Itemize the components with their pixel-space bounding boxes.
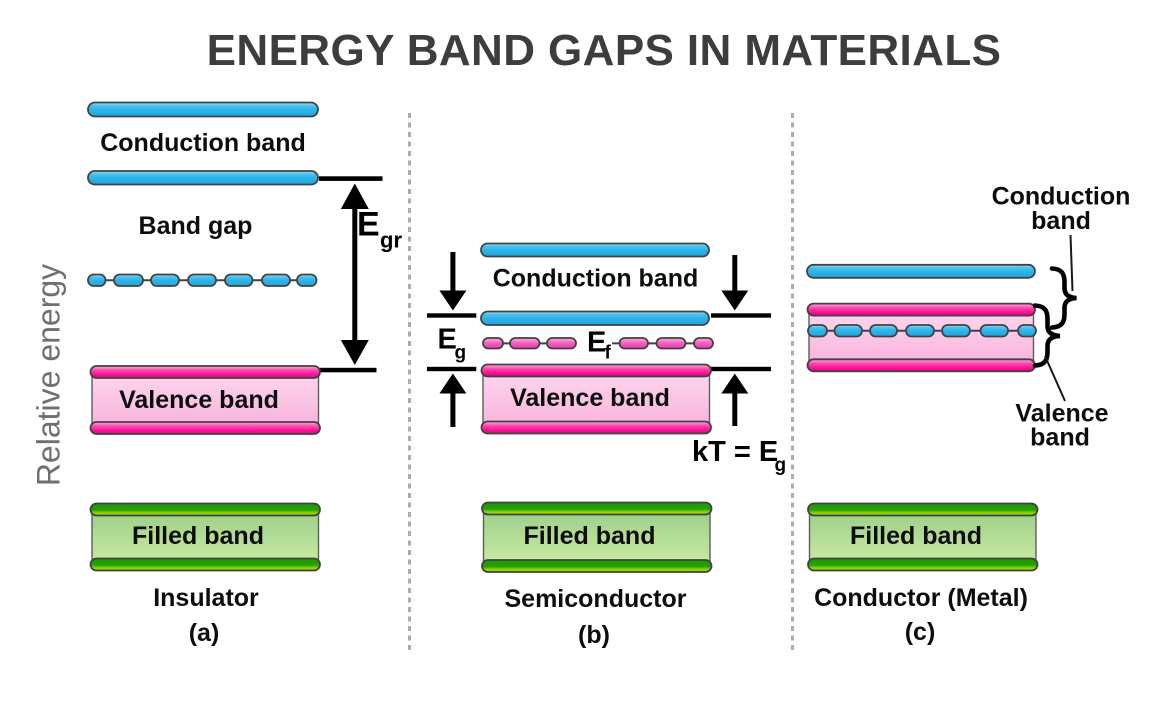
svg-text:g: g	[775, 455, 787, 476]
svg-text:(a): (a)	[189, 619, 220, 647]
svg-text:E: E	[587, 327, 606, 359]
svg-text:g: g	[455, 343, 467, 364]
svg-text:Conductor (Metal): Conductor (Metal)	[814, 584, 1028, 612]
svg-text:Valence band: Valence band	[510, 384, 670, 412]
svg-text:Relative energy: Relative energy	[31, 264, 67, 486]
svg-text:E: E	[438, 324, 457, 356]
svg-text:Conduction band: Conduction band	[100, 129, 306, 157]
svg-text:ENERGY BAND GAPS IN MATERIALS: ENERGY BAND GAPS IN MATERIALS	[207, 26, 1002, 75]
svg-text:Conduction band: Conduction band	[493, 265, 699, 293]
svg-text:Filled band: Filled band	[132, 522, 264, 550]
svg-text:E: E	[357, 206, 380, 244]
svg-text:Valence: Valence	[1015, 400, 1108, 428]
svg-text:(c): (c)	[905, 618, 936, 646]
svg-text:gr: gr	[380, 228, 402, 253]
svg-text:Semiconductor: Semiconductor	[505, 585, 687, 613]
svg-text:kT = E: kT = E	[692, 436, 778, 468]
svg-text:Filled band: Filled band	[850, 522, 982, 550]
svg-text:Conduction: Conduction	[992, 183, 1131, 211]
svg-text:Valence band: Valence band	[119, 386, 279, 414]
svg-text:(b): (b)	[578, 621, 610, 649]
svg-text:Filled band: Filled band	[524, 522, 656, 550]
svg-text:Insulator: Insulator	[153, 584, 259, 612]
svg-text:f: f	[605, 343, 612, 364]
svg-text:Band gap: Band gap	[139, 212, 253, 240]
svg-text:band: band	[1030, 424, 1090, 452]
svg-text:band: band	[1031, 207, 1091, 235]
